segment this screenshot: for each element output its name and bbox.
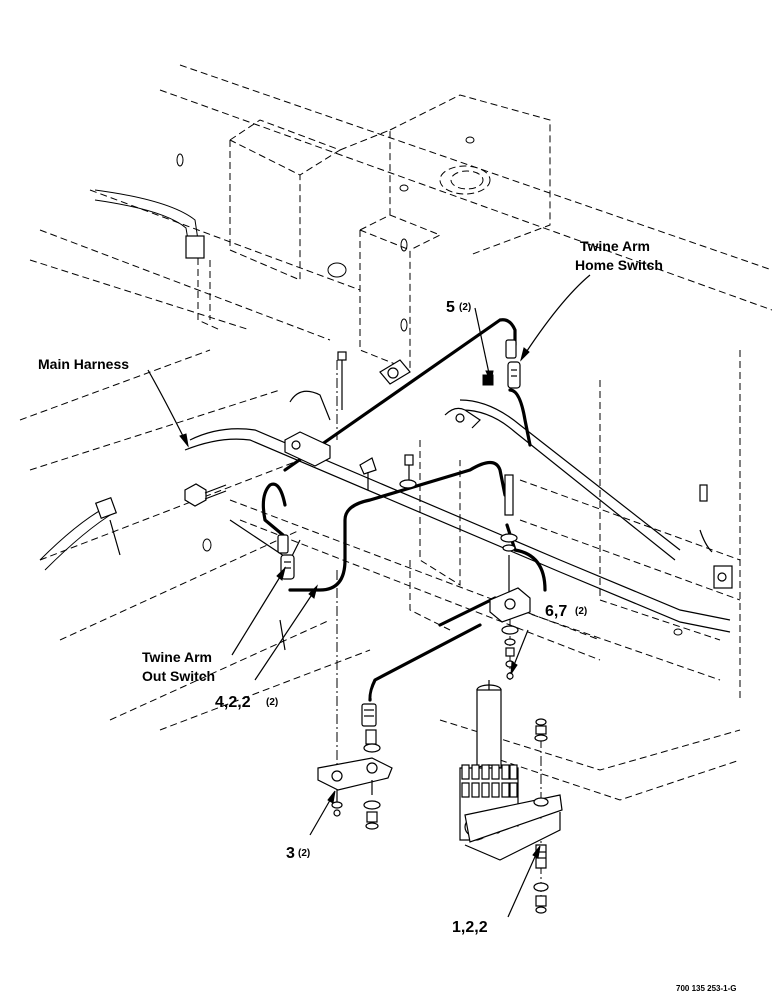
hardware-parts: [184, 351, 733, 914]
callout-3-number: 3: [286, 845, 295, 862]
main-harness-text: Main Harness: [38, 356, 129, 372]
figure-reference-number: 700 135 253-1-G: [676, 984, 737, 993]
out-switch-line1: Twine Arm: [142, 649, 212, 665]
callout-3: 3 (2): [286, 845, 310, 862]
label-home-switch: Twine Arm Home Switch: [575, 238, 663, 273]
callout-422-number: 4,2,2: [215, 694, 251, 711]
callout-leaders: [147, 274, 591, 918]
label-out-switch: Twine Arm Out Switch: [142, 649, 215, 684]
gear-teeth: [461, 764, 518, 798]
home-switch-line1: Twine Arm: [580, 238, 650, 254]
main-harness-cable: [184, 399, 731, 633]
callout-5-qty: (2): [459, 302, 471, 313]
home-switch-line2: Home Switch: [575, 257, 663, 273]
callout-67-qty: (2): [575, 606, 587, 617]
callout-3-qty: (2): [298, 848, 310, 859]
baler-frame: [19, 64, 772, 801]
callout-67-number: 6,7: [545, 603, 567, 620]
out-switch-line2: Out Switch: [142, 668, 215, 684]
harness-branches: [261, 318, 713, 702]
callout-122-number: 1,2,2: [452, 919, 488, 936]
label-main-harness: Main Harness: [38, 356, 129, 372]
callout-5-number: 5: [446, 299, 455, 316]
callout-1-2-2: 1,2,2: [452, 919, 488, 936]
callout-4-2-2: 4,2,2 (2): [215, 694, 278, 711]
callout-422-qty: (2): [266, 697, 278, 708]
callout-5: 5 (2): [446, 299, 471, 316]
callout-6-7: 6,7 (2): [545, 603, 587, 620]
twine-arm-home-switch: [482, 339, 521, 389]
